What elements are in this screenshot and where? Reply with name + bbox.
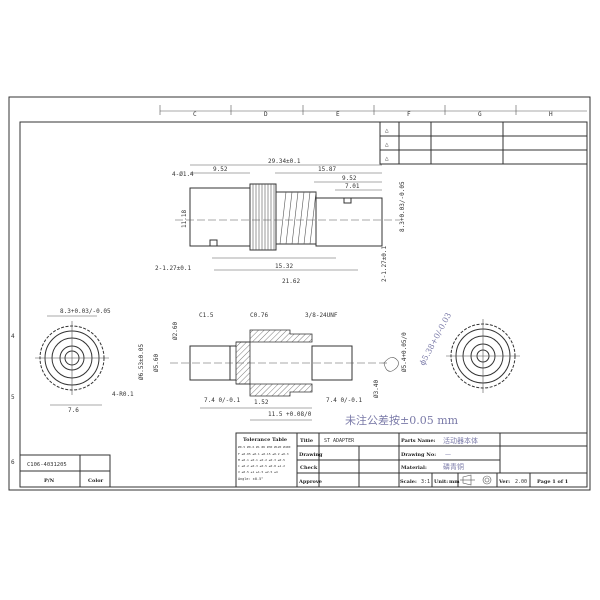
color-label: Color [88, 478, 104, 484]
grid-row-4: 4 [11, 333, 15, 340]
revision-triangle: △ [385, 155, 389, 162]
title-value: ST ADAPTER [324, 438, 355, 444]
dim-label: 8.3+0.03/-0.05 [60, 308, 111, 315]
tolerance-table: Tolerance Table Ø0.5 Ø0.6 Ø1 Ø6 Ø30 Ø120… [238, 437, 291, 481]
material-label: Material: [401, 465, 427, 471]
parts-name-label: Parts Name: [401, 438, 436, 444]
top-view: 29.34±0.1 9.52 15.87 9.52 7.01 4-Ø1.4 11… [155, 158, 406, 285]
dim-label: 4-Ø1.4 [172, 171, 194, 178]
tolerance-row: Ø0.5 Ø0.6 Ø1 Ø6 Ø30 Ø120 Ø400 [238, 444, 291, 449]
revision-triangle: △ [385, 141, 389, 148]
tolerance-row: Angle: ±0.5° [238, 477, 263, 481]
dim-label: Ø5.4+0.05/0 [401, 332, 408, 372]
tolerance-row: C ±0.2 ±0.3 ±0.5 ±0.8 ±1.2 [238, 464, 285, 468]
grid-row-5: 5 [11, 394, 15, 401]
grid-col-g: G [478, 111, 482, 118]
dim-label: 1.52 [254, 399, 269, 406]
part-number-block: C106-4031205 P/N Color [19, 454, 111, 488]
approve-label: Approve [298, 479, 322, 485]
ver-label: Ver: [498, 479, 510, 485]
revision-triangle: △ [385, 127, 389, 134]
handwritten-tolerance-note: 未注公差按±0.05 mm [345, 413, 459, 427]
unit-value: mm [449, 479, 460, 485]
title-label: Title [300, 438, 313, 444]
dim-label: 7.4 0/-0.1 [204, 397, 241, 404]
dim-overall-length: 29.34±0.1 [268, 158, 301, 165]
dim-chamfer-c076: C0.76 [250, 312, 268, 319]
inner-frame [19, 121, 588, 488]
drawing-no-value: — [445, 451, 451, 458]
grid-col-f: F [407, 111, 411, 118]
outer-frame [8, 96, 591, 491]
dim-label: Ø5.60 [153, 354, 160, 372]
dim-label: 15.87 [318, 166, 336, 173]
tolerance-row: M ±0.1 ±0.1 ±0.2 ±0.3 ±0.5 [238, 458, 285, 462]
title-block: Tolerance Table Ø0.5 Ø0.6 Ø1 Ø6 Ø30 Ø120… [235, 432, 588, 488]
tolerance-row: V ±0.5 ±1 ±1.5 ±2.5 ±4 [238, 470, 278, 474]
grid-col-d: D [264, 111, 268, 118]
part-number: C106-4031205 [27, 462, 67, 468]
dim-label: 7.6 [68, 407, 79, 414]
page-label: Page 1 of 1 [537, 479, 568, 485]
grid-col-e: E [336, 111, 340, 118]
revision-table: △ △ △ [379, 121, 588, 165]
dim-chamfer-c15: C1.5 [199, 312, 214, 319]
scale-value: 3:1 [421, 479, 430, 485]
grid-row-6: 6 [11, 459, 15, 466]
dim-label: 7.4 0/-0.1 [326, 397, 363, 404]
dim-label: Ø6.53±0.05 [138, 343, 145, 380]
material-value: 磷青铜 [443, 462, 464, 471]
right-end-view [446, 319, 520, 393]
drawing-no-label: Drawing No: [401, 452, 436, 458]
dim-label: Ø2.60 [172, 322, 179, 340]
dim-label: 2-1.27±0.1 [381, 245, 388, 282]
parts-name-value: 活动器本体 [443, 436, 478, 445]
dim-thread-spec: 3/8-24UNF [305, 312, 338, 319]
check-label: Check [300, 465, 318, 471]
unit-label: Unit: [434, 479, 448, 485]
scale-label: Scale: [400, 479, 417, 485]
left-end-view: 8.3+0.03/-0.05 4-R0.1 7.6 [35, 308, 134, 414]
dim-label: 15.32 [275, 263, 293, 270]
dim-label: 9.52 [213, 166, 228, 173]
dim-label: 21.62 [282, 278, 300, 285]
dim-label: 2-1.27±0.1 [155, 265, 192, 272]
ver-value: 2.00 [515, 479, 527, 485]
grid-column-labels: C D E F G H [159, 105, 553, 118]
handwritten-diameter-note: ϕ5.38+0/-0.03 [418, 311, 453, 367]
dim-label: 8.3+0.03/-0.05 [399, 181, 406, 232]
dim-label: 7.01 [345, 183, 360, 190]
tolerance-table-title: Tolerance Table [243, 437, 287, 443]
pn-label: P/N [44, 478, 55, 484]
dim-label: 4-R0.1 [112, 391, 134, 398]
section-view: C1.5 C0.76 3/8-24UNF Ø2.60 Ø6.53±0.05 Ø5… [138, 312, 408, 421]
grid-row-labels: 4 5 6 [11, 333, 15, 466]
grid-col-h: H [549, 111, 553, 118]
drawing-label: Drawing [299, 452, 323, 458]
tolerance-row: F ±0.05 ±0.1 ±0.15 ±0.2 ±0.3 [238, 452, 289, 456]
dim-label: 9.52 [342, 175, 357, 182]
projection-symbol-icon [460, 474, 492, 486]
dim-label: 11.18 [181, 210, 188, 228]
grid-col-c: C [193, 111, 197, 118]
dim-label: Ø3.40 [373, 380, 380, 398]
dim-label: 11.5 +0.08/0 [268, 411, 312, 418]
